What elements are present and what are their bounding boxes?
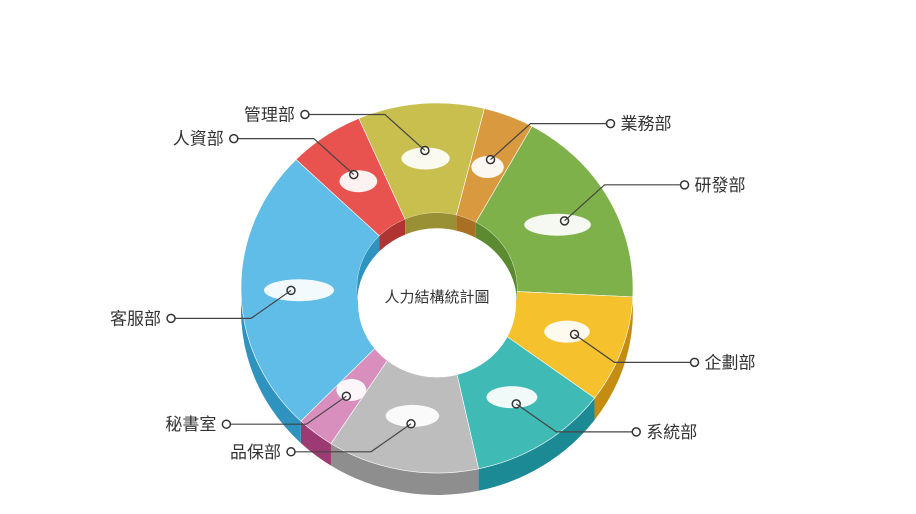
leader-line-2 [515, 403, 637, 433]
value-label-blob-2 [486, 386, 538, 409]
category-label-1: 企劃部 [705, 353, 756, 373]
category-label-3: 品保部 [230, 443, 281, 463]
category-label-4: 秘書室 [165, 415, 216, 435]
leader-line-0 [564, 184, 685, 222]
slice-inner-0-0 [475, 222, 517, 304]
leader-dot-inner-1 [569, 329, 580, 340]
leader-line-4 [226, 395, 347, 425]
leader-line-3 [291, 423, 412, 453]
leader-dot-inner-8 [485, 154, 496, 165]
leader-dot-outer-4 [221, 419, 232, 429]
category-label-8: 業務部 [621, 115, 672, 135]
chart-title: 人力結構統計圖 [384, 288, 489, 306]
value-label-blob-3 [385, 404, 440, 427]
category-label-6: 人資部 [173, 130, 224, 150]
slice-side-2 [478, 398, 595, 491]
donut-inner-wall [356, 213, 517, 378]
value-label-blob-7 [401, 147, 450, 170]
leader-dot-inner-7 [420, 145, 430, 156]
leader-dot-inner-0 [559, 216, 570, 226]
leader-line-1 [574, 333, 695, 363]
slice-inner-8-0 [456, 215, 476, 238]
leader-dot-inner-5 [286, 285, 296, 296]
leader-line-8 [490, 122, 611, 161]
leader-dot-outer-8 [605, 118, 616, 129]
leader-dot-outer-7 [300, 109, 310, 120]
value-label-blob-0 [524, 213, 591, 236]
leader-line-5 [171, 289, 292, 320]
leader-dot-inner-2 [511, 399, 521, 409]
leader-dot-outer-0 [679, 180, 690, 190]
leader-dot-outer-3 [286, 447, 296, 457]
category-label-0: 研發部 [695, 176, 746, 196]
category-label-2: 系統部 [646, 423, 697, 443]
value-label-blob-1 [544, 320, 590, 343]
category-label-7: 管理部 [244, 105, 295, 125]
leader-dot-outer-6 [229, 133, 239, 144]
value-label-blob-6 [339, 170, 378, 193]
slice-inner-5-0 [356, 235, 380, 304]
leader-line-7 [304, 113, 426, 151]
leader-lines: 研發部企劃部系統部品保部秘書室 客服部 人資部管理部業務部 [110, 105, 756, 462]
donut-hole [358, 229, 516, 378]
value-label-blob-5 [264, 279, 335, 302]
category-label-5: 客服部 [110, 309, 161, 329]
leader-dot-outer-5 [166, 313, 176, 324]
slice-side-4 [300, 421, 331, 466]
slice-inner-6-0 [379, 219, 406, 252]
slice-side-1 [594, 296, 633, 421]
leader-dot-inner-4 [341, 391, 352, 401]
slice-side-3 [330, 443, 479, 496]
leader-dot-inner-6 [349, 169, 359, 180]
leader-line-6 [233, 138, 355, 176]
leader-dot-outer-2 [631, 427, 641, 437]
leader-dot-outer-1 [689, 357, 700, 368]
value-label-placeholders [264, 147, 591, 427]
leader-dot-inner-3 [406, 419, 416, 429]
slice-inner-7-0 [405, 213, 457, 235]
value-label-blob-8 [471, 156, 504, 179]
value-label-blob-4 [336, 378, 367, 401]
